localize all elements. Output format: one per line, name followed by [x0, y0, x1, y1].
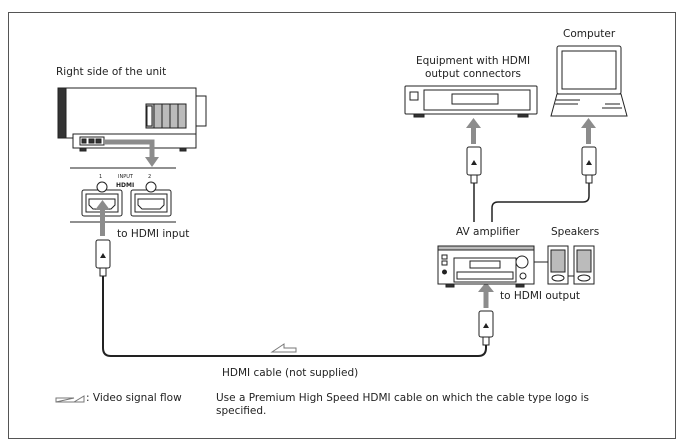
speakers-illustration: [547, 245, 595, 285]
label-to-hdmi-output: to HDMI output: [500, 290, 580, 302]
note-line2: specified.: [216, 405, 267, 417]
hdmi-plug-equipment: [466, 146, 482, 184]
hdmi-plug-left: [95, 239, 111, 277]
label-equipment: Equipment with HDMI output connectors: [412, 55, 534, 81]
hdmi-plug-av-input: [478, 310, 494, 346]
projector-arrow: [104, 139, 155, 158]
note-line1: Use a Premium High Speed HDMI cable on w…: [216, 392, 590, 404]
label-right-side: Right side of the unit: [56, 66, 167, 78]
label-av-amplifier: AV amplifier: [456, 226, 520, 238]
diagram-frame: [8, 12, 676, 439]
note-text: Use a Premium High Speed HDMI cable on w…: [216, 392, 589, 418]
label-speakers: Speakers: [551, 226, 600, 238]
label-input-heading: INPUT: [118, 174, 133, 180]
label-computer: Computer: [563, 28, 616, 40]
hdmi-equipment-illustration: [404, 85, 538, 118]
label-equipment-line1: Equipment with HDMI: [415, 55, 531, 67]
legend-signal-flow-icon: [55, 395, 85, 403]
av-amplifier-illustration: [437, 245, 535, 288]
computer-illustration: [550, 45, 628, 117]
label-equipment-line2: output connectors: [424, 68, 522, 80]
hdmi-cable: [102, 276, 487, 357]
signal-flow-arrow: [270, 343, 297, 353]
label-input-port-1: 1: [99, 174, 103, 180]
label-to-hdmi-input: to HDMI input: [117, 228, 190, 240]
label-hdmi-cable: HDMI cable (not supplied): [222, 367, 359, 379]
hdmi-plug-computer: [581, 146, 597, 184]
label-input-port-2: 2: [148, 174, 152, 180]
legend-signal-flow-text: : Video signal flow: [86, 392, 182, 404]
hdmi-logo: HDMI: [116, 182, 135, 189]
